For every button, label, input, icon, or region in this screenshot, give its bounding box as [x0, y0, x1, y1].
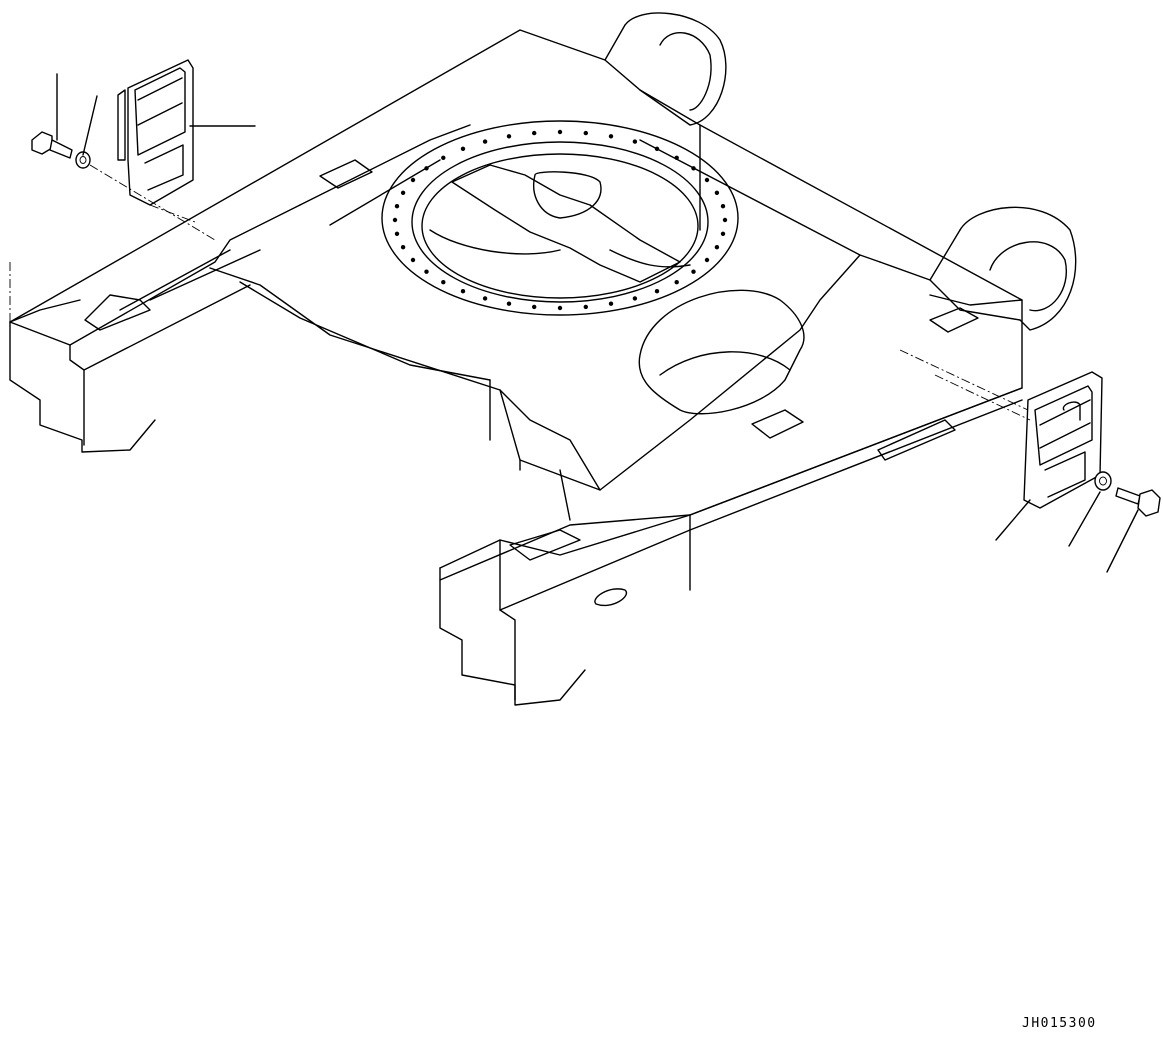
bolt-hole	[720, 204, 726, 209]
bolt-hole	[632, 296, 638, 301]
bolt-hole	[441, 280, 446, 285]
bolt-hole	[394, 204, 400, 209]
bolt-hole	[424, 166, 429, 171]
drawing-number: JH015300	[1022, 1016, 1097, 1031]
step-right	[1023, 371, 1103, 509]
bolt-hole	[460, 146, 466, 151]
bolt-hole	[654, 289, 660, 294]
bolt-hole	[714, 245, 720, 250]
bolt-hole	[482, 139, 488, 144]
bolt-hole	[557, 129, 563, 135]
bolt-hole	[532, 130, 537, 136]
bolt-hole	[410, 177, 416, 183]
bolt-hole	[674, 280, 679, 285]
bolt-hole	[392, 217, 398, 223]
bolt-hole	[608, 134, 614, 139]
bolt-hole	[674, 155, 679, 160]
assembly-guide-lines	[9, 164, 1031, 421]
bolt-hole	[557, 305, 563, 311]
bolt-hole	[583, 130, 588, 136]
bolt-hole	[704, 177, 710, 183]
swing-circle	[381, 120, 739, 316]
bolt-hole	[720, 231, 726, 236]
bolt-hole	[394, 231, 400, 236]
bolt-hole	[441, 155, 446, 160]
bolt-hole	[482, 296, 488, 301]
bolt-hole	[583, 304, 588, 310]
leader-lines	[56, 73, 1139, 573]
bolt-hole	[654, 146, 660, 151]
washer-right	[1094, 471, 1112, 491]
idler-housing-front	[929, 206, 1077, 331]
bolt-right	[1115, 487, 1161, 517]
step-left	[117, 59, 194, 206]
bolt-hole	[704, 257, 710, 263]
track-frame	[9, 29, 1023, 706]
cover-plates	[319, 159, 979, 461]
bolt-hole	[424, 269, 429, 274]
bolt-hole	[608, 301, 614, 306]
idler-housing-rear	[604, 12, 727, 126]
bolt-hole	[506, 134, 512, 139]
bolt-left	[31, 131, 73, 159]
bolt-hole	[532, 304, 537, 310]
bolt-hole	[691, 166, 696, 171]
bolt-hole	[632, 139, 638, 144]
bolt-hole	[460, 289, 466, 294]
bolt-hole	[400, 245, 406, 250]
bolt-hole	[410, 257, 416, 263]
bolt-hole	[722, 217, 728, 223]
bolt-hole	[691, 269, 696, 274]
bolt-hole	[506, 301, 512, 306]
bolt-hole	[400, 190, 406, 195]
bolt-hole	[714, 190, 720, 195]
